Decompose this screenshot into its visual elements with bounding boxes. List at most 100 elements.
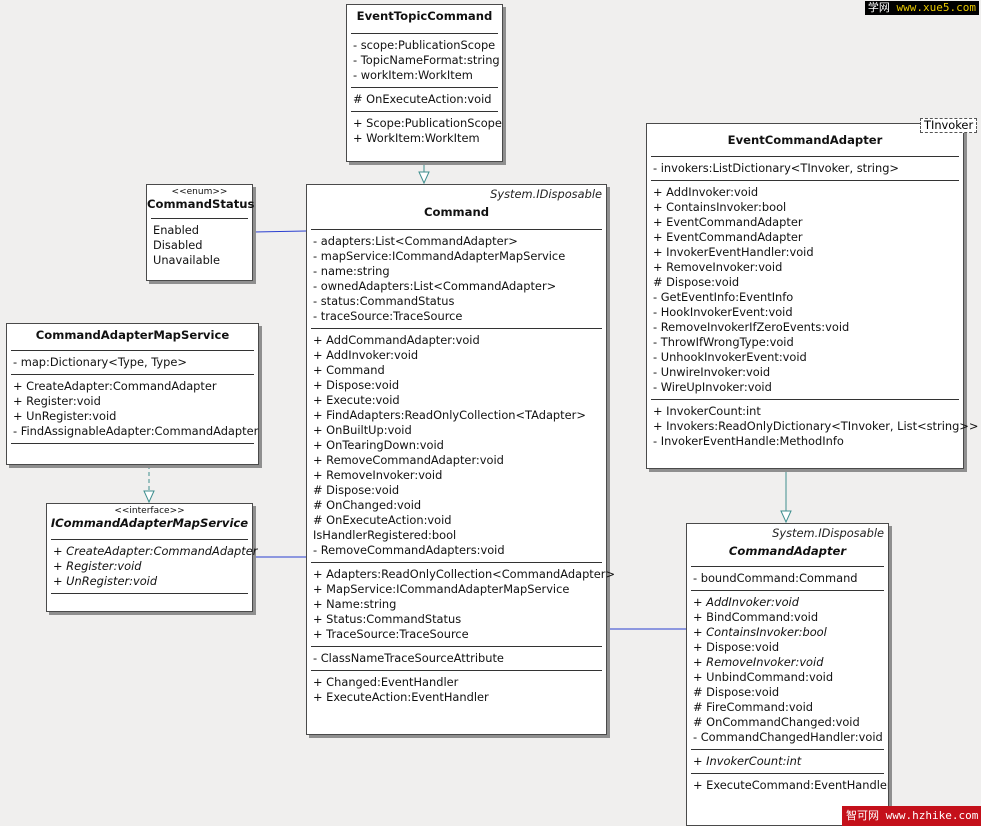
separator [691,590,884,591]
methods-section: + CreateAdapter:CommandAdapter+ Register… [47,540,258,593]
separator [351,33,498,34]
member-line: + Adapters:ReadOnlyCollection<CommandAda… [313,567,616,581]
separator [311,670,602,671]
separator [11,443,254,444]
member-line: + RemoveInvoker:void [693,655,824,669]
fields-section: - adapters:List<CommandAdapter>- mapServ… [307,230,606,328]
separator [11,374,254,375]
separator [51,539,248,540]
member-line: + MapService:ICommandAdapterMapService [313,582,570,596]
member-line: + Name:string [313,597,397,611]
member-line: + AddInvoker:void [313,348,419,362]
class-event-command-adapter[interactable]: EventCommandAdapter - invokers:ListDicti… [646,123,978,469]
properties-section: + Scope:PublicationScope+ WorkItem:WorkI… [347,112,502,150]
fields-section: - invokers:ListDictionary<TInvoker, stri… [647,157,963,180]
realization-arrowhead [143,490,155,504]
member-line: # OnExecuteAction:void [353,92,492,106]
member-line: + ExecuteCommand:EventHandler [693,778,889,792]
class-command-adapter[interactable]: System.IDisposable CommandAdapter - boun… [686,523,889,826]
member-line: - map:Dictionary<Type, Type> [13,355,187,369]
member-line: + InvokerCount:int [693,754,802,768]
member-line: + Register:void [53,559,142,573]
stereotype-label: System.IDisposable [772,526,884,540]
association-connector [252,230,307,233]
events-section: + Changed:EventHandler+ ExecuteAction:Ev… [307,671,606,709]
member-line: # Dispose:void [693,685,780,699]
member-line: + Scope:PublicationScope [353,116,502,130]
member-line: - UnwireInvoker:void [653,365,771,379]
member-line: + EventCommandAdapter [653,230,803,244]
properties-section: + InvokerCount:int [687,750,888,773]
separator [351,111,498,112]
member-line: + RemoveInvoker:void [313,468,443,482]
member-line: + OnBuiltUp:void [313,423,412,437]
separator [691,566,884,567]
member-line: Disabled [153,238,203,252]
member-line: - mapService:ICommandAdapterMapService [313,249,566,263]
member-line: - TopicNameFormat:string [353,53,500,67]
fields-section: - map:Dictionary<Type, Type> [7,351,258,374]
member-line: - workItem:WorkItem [353,68,473,82]
member-line: + WorkItem:WorkItem [353,131,480,145]
fields-section: - boundCommand:Command [687,567,888,590]
member-line: # OnExecuteAction:void [313,513,452,527]
separator [311,229,602,230]
member-line: # FireCommand:void [693,700,813,714]
member-line: - CommandChangedHandler:void [693,730,883,744]
member-line: + AddInvoker:void [693,595,799,609]
member-line: + InvokerCount:int [653,404,761,418]
member-line: + Register:void [13,394,101,408]
member-line: + AddInvoker:void [653,185,759,199]
properties-section: + Adapters:ReadOnlyCollection<CommandAda… [307,563,616,646]
separator [311,328,602,329]
member-line: - GetEventInfo:EventInfo [653,290,794,304]
member-line: Unavailable [153,253,220,267]
watermark-bottom-url: www.hzhike.com [885,809,979,822]
member-line: + UnRegister:void [53,574,158,588]
member-line: + FindAdapters:ReadOnlyCollection<TAdapt… [313,408,586,422]
methods-section: # OnExecuteAction:void [347,88,502,111]
class-title: Command [423,205,489,219]
template-parameter-box: TInvoker [920,118,978,133]
class-command-adapter-map-service[interactable]: CommandAdapterMapService - map:Dictionar… [6,323,259,465]
class-title: CommandStatus [147,197,255,211]
member-line: + ContainsInvoker:bool [693,625,827,639]
interface-icommand-adapter-map-service[interactable]: <<interface>> ICommandAdapterMapService … [46,503,258,612]
member-line: - boundCommand:Command [693,571,858,585]
member-line: + UnbindCommand:void [693,670,834,684]
member-line: Enabled [153,223,200,237]
member-line: - WireUpInvoker:void [653,380,772,394]
member-line: - traceSource:TraceSource [313,309,463,323]
separator [151,218,248,219]
member-line: - RemoveCommandAdapters:void [313,543,505,557]
member-line: + EventCommandAdapter [653,215,803,229]
member-line: + BindCommand:void [693,610,819,624]
separator [691,749,884,750]
member-line: # OnChanged:void [313,498,422,512]
member-line: + OnTearingDown:void [313,438,444,452]
separator [691,773,884,774]
member-line: # Dispose:void [313,483,400,497]
separator [651,156,959,157]
class-event-topic-command[interactable]: EventTopicCommand - scope:PublicationSco… [346,4,503,162]
member-line: + CreateAdapter:CommandAdapter [53,544,258,558]
member-line: IsHandlerRegistered:bool [313,528,457,542]
member-line: + Changed:EventHandler [313,675,459,689]
member-line: + InvokerEventHandler:void [653,245,814,259]
member-line: - invokers:ListDictionary<TInvoker, stri… [653,161,899,175]
methods-section: + AddCommandAdapter:void+ AddInvoker:voi… [307,329,606,562]
member-line: - status:CommandStatus [313,294,455,308]
member-line: - scope:PublicationScope [353,38,496,52]
member-line: # Dispose:void [653,275,740,289]
separator [351,87,498,88]
member-line: - ThrowIfWrongType:void [653,335,794,349]
member-line: - RemoveInvokerIfZeroEvents:void [653,320,850,334]
class-command[interactable]: System.IDisposable Command - adapters:Li… [306,184,616,735]
events-section: + ExecuteCommand:EventHandler [687,774,888,797]
inheritance-arrowhead [780,510,792,524]
member-line: - ClassNameTraceSourceAttribute [313,651,504,665]
watermark-top-text: 学网 [867,1,890,14]
methods-section: + AddInvoker:void+ BindCommand:void+ Con… [687,591,888,749]
